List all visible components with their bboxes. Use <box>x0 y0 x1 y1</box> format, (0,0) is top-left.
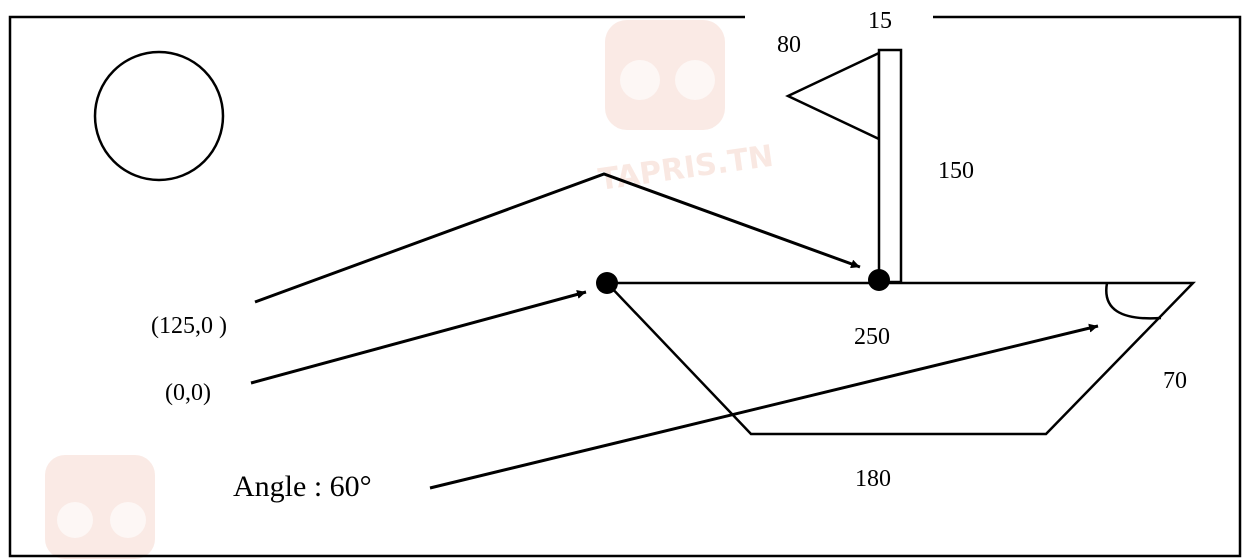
watermark-logo-left <box>45 455 155 559</box>
origin-coordinate-label: (0,0) <box>165 380 211 406</box>
sun-circle <box>93 50 225 182</box>
angle-arc <box>1105 282 1162 320</box>
deck-length-label: 250 <box>854 324 890 350</box>
side-length-label: 70 <box>1163 368 1187 394</box>
mast-height-label: 150 <box>938 158 974 184</box>
origin-point <box>596 272 618 294</box>
arrow-origin <box>250 290 587 385</box>
flag-triangle <box>785 51 881 141</box>
mast-rectangle <box>877 48 903 284</box>
arrow-mast-point <box>254 172 861 304</box>
mast-width-label: 15 <box>868 8 892 34</box>
bottom-length-label: 180 <box>855 466 891 492</box>
mast-point <box>868 269 890 291</box>
arrow-angle <box>429 323 1099 490</box>
boat-hull <box>604 281 1196 436</box>
watermark-logo: TAPRIS.TN <box>596 20 776 198</box>
watermark-text: TAPRIS.TN <box>596 139 775 198</box>
frame <box>8 15 1242 558</box>
flag-width-label: 80 <box>777 32 801 58</box>
angle-label: Angle : 60° <box>233 470 372 503</box>
mast-point-coordinate-label: (125,0 ) <box>151 313 227 339</box>
